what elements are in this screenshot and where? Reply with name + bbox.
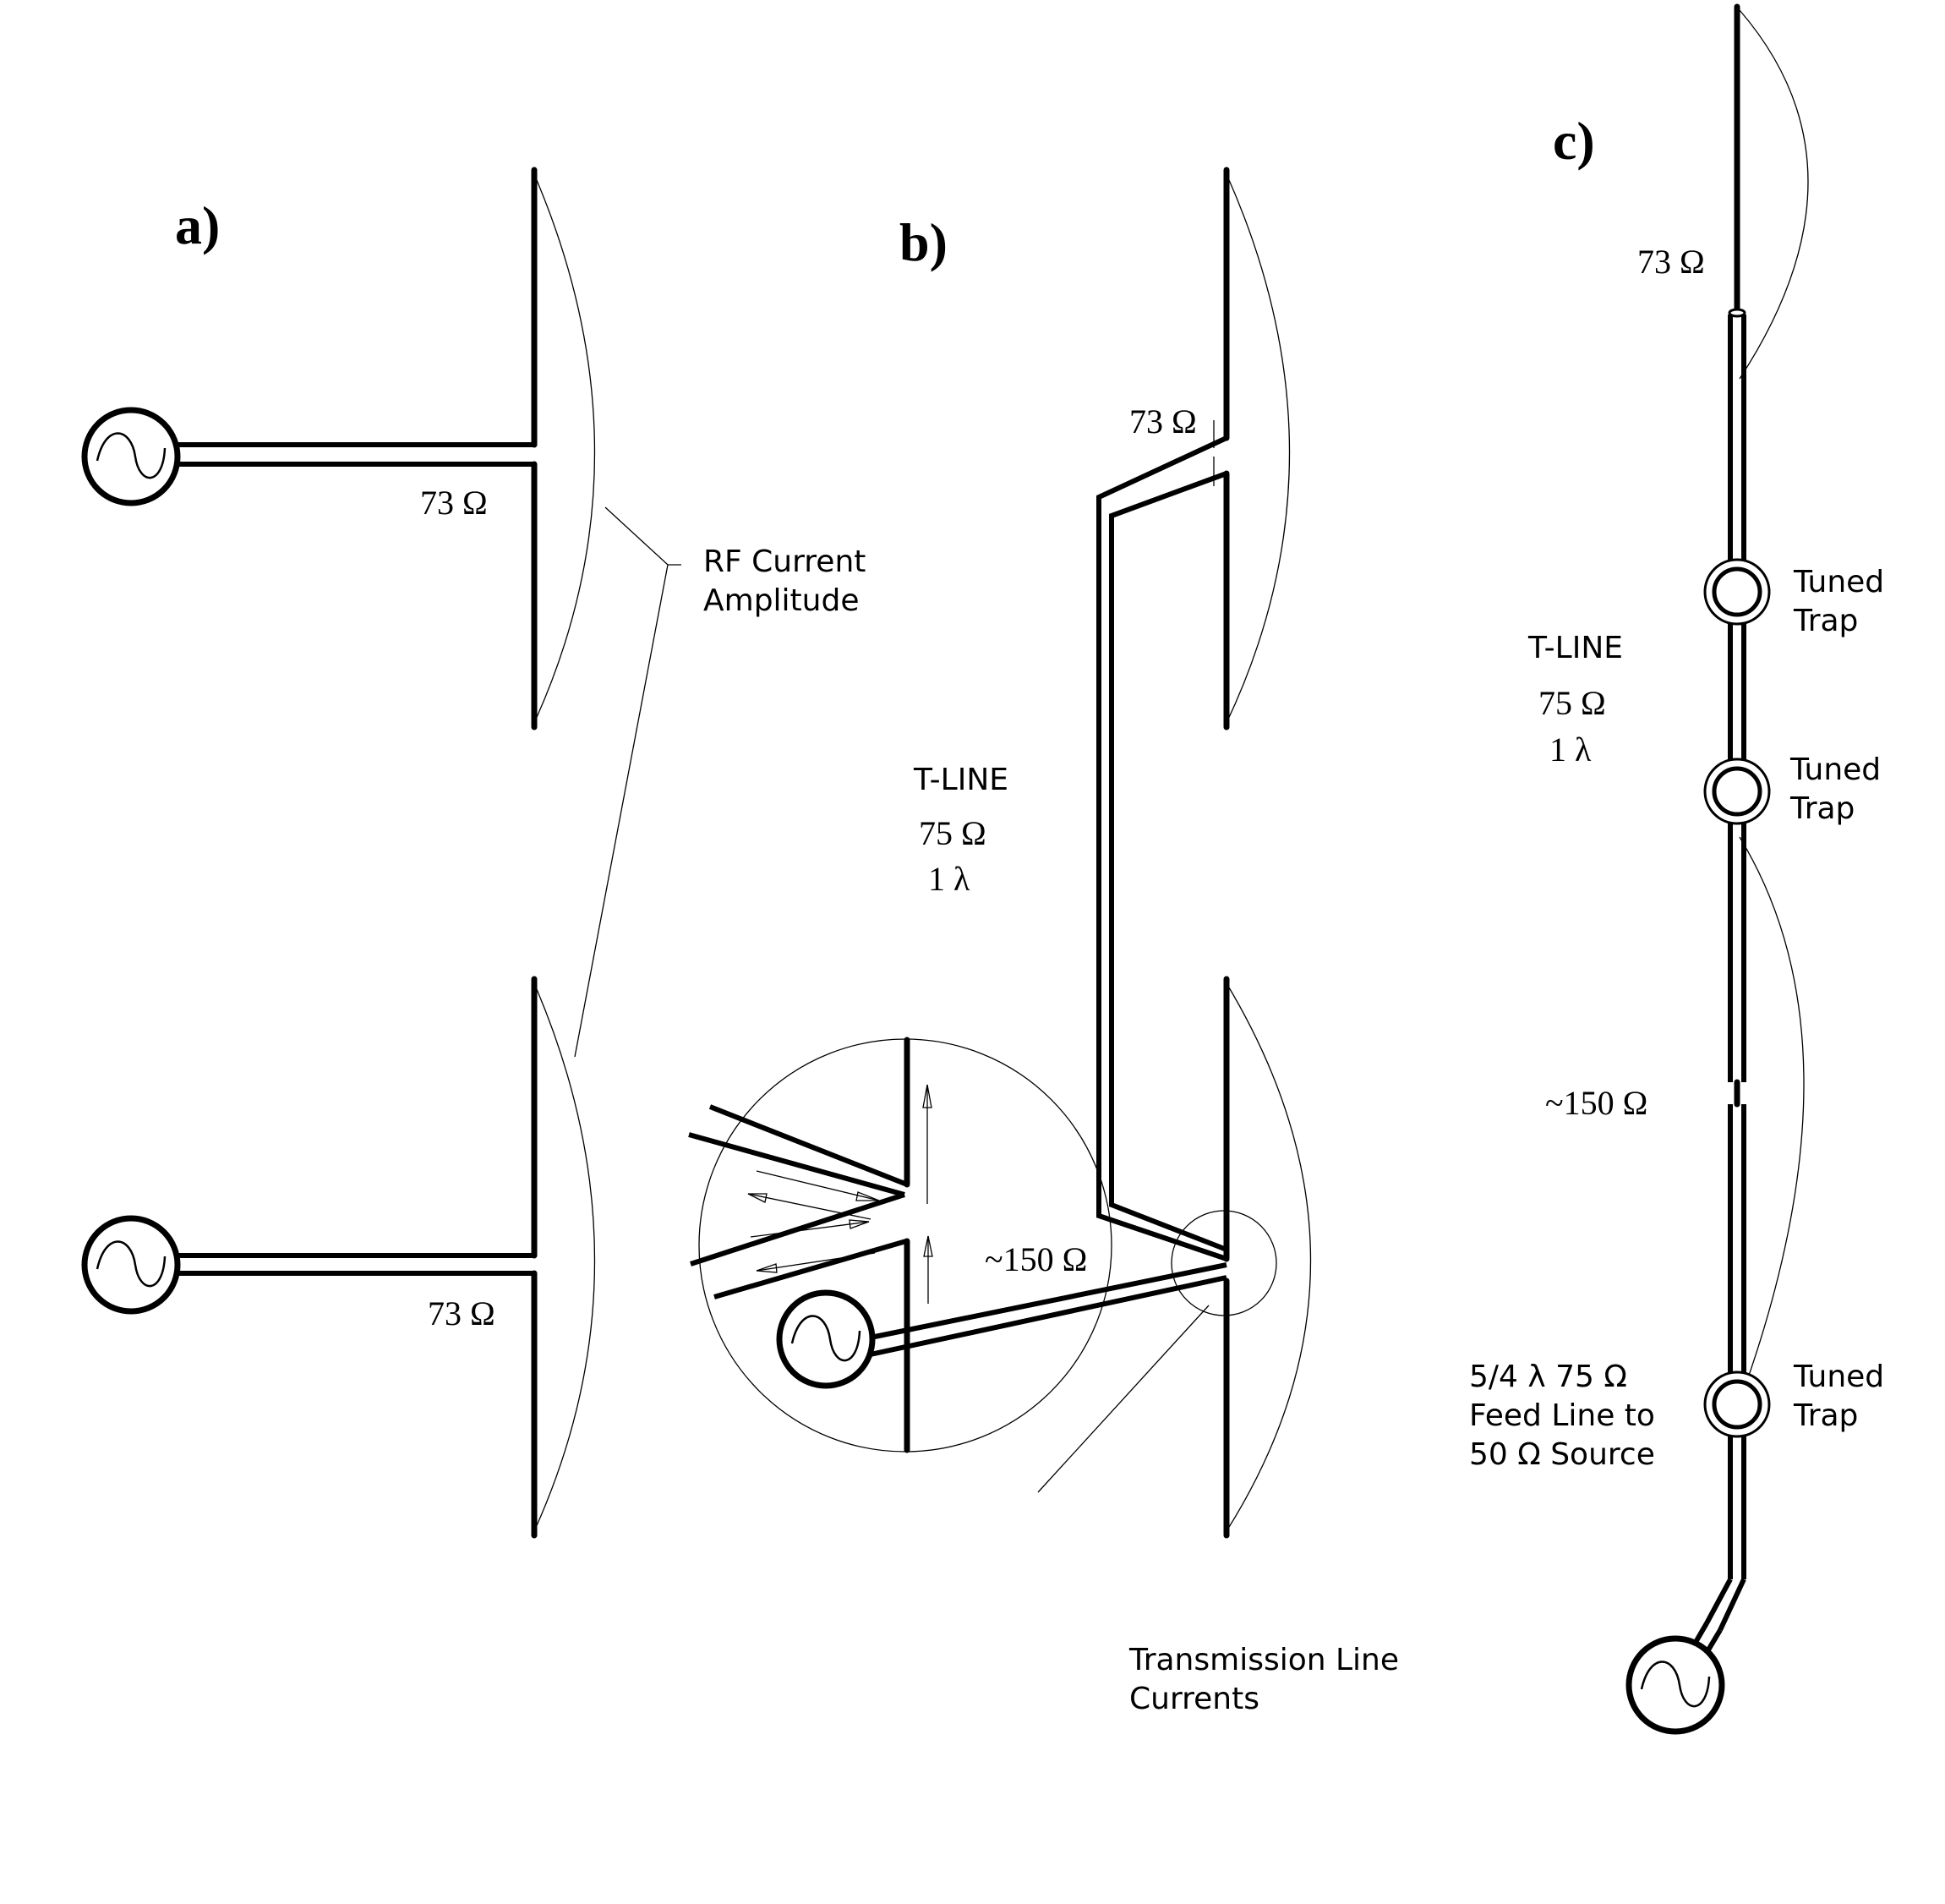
feed-note-line3: 50 Ω Source <box>1469 1437 1655 1472</box>
dipole-a-top <box>85 167 596 730</box>
dipole-b-bottom <box>779 976 1312 1539</box>
feed-note-line1: 5/4 λ 75 Ω <box>1469 1360 1627 1394</box>
current-curve <box>1739 836 1805 1403</box>
ac-source-icon <box>1629 1639 1722 1732</box>
feed-note-line2: Feed Line to <box>1469 1398 1655 1433</box>
impedance-label: ~150 Ω <box>1545 1084 1647 1122</box>
panel-a: a) 73 Ω 73 Ω RF Current Amplitude <box>85 167 876 1539</box>
tline-b <box>1096 435 1228 1261</box>
trap-label-line2: Trap <box>1793 604 1858 638</box>
impedance-label: 73 Ω <box>1129 402 1197 440</box>
tline-currents-line2: Currents <box>1129 1682 1259 1716</box>
tline-impedance: 75 Ω <box>919 814 986 852</box>
tline-length: 1 λ <box>1549 730 1592 769</box>
trap-label: Tuned Trap <box>1793 565 1894 638</box>
trap-coil-icon <box>1705 759 1769 823</box>
current-curve <box>1739 9 1809 380</box>
trap-label-line1: Tuned <box>1793 1360 1884 1394</box>
trap-coil-icon <box>1705 1372 1769 1436</box>
trap-label-line2: Trap <box>1789 791 1855 826</box>
panel-b: b) 73 Ω T-LINE 75 Ω 1 λ ~150 Ω <box>688 167 1408 1716</box>
ac-source-icon <box>85 410 178 503</box>
tline-title: T-LINE <box>913 763 1008 797</box>
feed-note: 5/4 λ 75 Ω Feed Line to 50 Ω Source <box>1469 1360 1664 1472</box>
tline-currents-line1: Transmission Line <box>1128 1643 1399 1677</box>
ac-source-icon <box>779 1293 872 1386</box>
dipole-a-bottom <box>85 976 596 1539</box>
panel-a-label: a) <box>175 195 220 255</box>
impedance-label: 73 Ω <box>420 484 488 522</box>
tline-currents-label: Transmission Line Currents <box>1128 1643 1408 1716</box>
rf-current-leader <box>574 506 681 1058</box>
coax-upper <box>1728 308 1746 1082</box>
impedance-label: ~150 Ω <box>985 1240 1087 1278</box>
tline-impedance: 75 Ω <box>1538 684 1606 722</box>
rf-current-line2: Amplitude <box>703 583 859 618</box>
panel-c: c) 73 Ω Tuned Trap Tuned Trap <box>1469 3 1894 1732</box>
panel-b-label: b) <box>899 212 948 272</box>
dipole-b-top <box>1213 167 1291 730</box>
trap-label-line1: Tuned <box>1789 752 1881 787</box>
impedance-label: 73 Ω <box>1637 243 1705 281</box>
impedance-label: 73 Ω <box>428 1294 495 1332</box>
trap-coil-icon <box>1705 560 1769 624</box>
panel-c-label: c) <box>1553 111 1595 171</box>
tline-length: 1 λ <box>928 860 970 898</box>
rf-current-line1: RF Current <box>703 544 866 579</box>
trap-label-line1: Tuned <box>1793 565 1884 599</box>
trap-label: Tuned Trap <box>1793 1360 1894 1433</box>
ac-source-icon <box>85 1218 178 1311</box>
trap-label-line2: Trap <box>1793 1398 1858 1433</box>
tline-title: T-LINE <box>1527 631 1623 665</box>
rf-current-label: RF Current Amplitude <box>703 544 876 618</box>
trap-label: Tuned Trap <box>1789 752 1891 826</box>
inset-magnifier <box>688 1037 1112 1453</box>
